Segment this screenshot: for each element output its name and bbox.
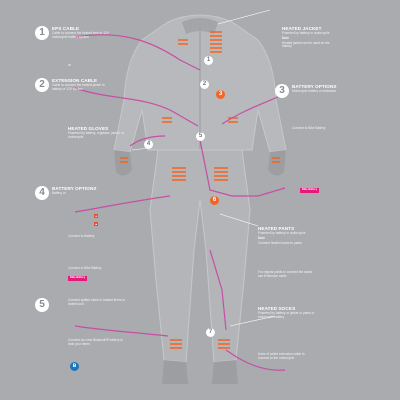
bike-battery-text-left: Connect to Bike Battery [68,266,102,270]
bike-battery-text-right: Connect to Bike Battery [292,126,326,130]
marker-1: 1 [204,56,213,65]
step-3-text: BATTERY OPTIONS Motorcycle battery or ex… [292,84,337,94]
heated-jacket-note: Note [282,35,290,40]
heated-gloves-body: Powered by battery, regulator, jacket, o… [68,131,125,139]
marker-6: 6 [210,196,219,205]
step-1-badge: 1 [35,26,49,40]
cables [74,34,288,371]
battery-options-body-3: Motorcycle battery or extension [292,89,337,94]
heated-pants-note-body: Connect heated socks to pants [258,240,302,245]
step-3-badge: 3 [275,84,289,98]
extension-cable-title: EXTENSION CABLE [52,78,98,83]
splitter-text: Connect splitter cable to heated items o… [68,298,126,306]
coiled-cable-note: Uses of coiled extension cable to connec… [258,352,305,360]
extension-note: For regular pants to connect the socks u… [258,270,313,278]
marker-2: 2 [200,80,209,89]
step-5-badge: 5 [35,298,49,312]
battery-options-title-4: BATTERY OPTIONS [52,186,97,191]
heated-socks-title: HEATED SOCKS [258,306,296,311]
heated-pants-note: Note [258,235,266,240]
brand-badge-right: Bike Battery [300,188,320,193]
step-1-text: EPS CABLE Cable to connect the heated it… [52,26,110,40]
step-2-badge: 2 [35,78,49,92]
heated-socks-body: Powered by battery or jacket or pants or… [258,311,315,319]
heated-pants-body: Powered by battery or motorcycle [258,231,306,236]
bluetooth-text: Connect our new Bluetooth® battery to he… [68,338,123,346]
eps-cable-body: Cable to connect the heated item to 12V … [52,31,109,39]
step-4-badge: 4 [35,186,49,200]
heated-gloves-text: HEATED GLOVES Powered by battery, regula… [68,126,126,140]
leader-lines [131,9,276,327]
heated-jacket-body: Powered by battery or motorcycle [282,31,330,36]
connect-to-battery-text: Connect to Battery [68,234,95,238]
eps-cable-title: EPS CABLE [52,26,80,31]
battery-chip: ■ [94,222,99,226]
step-2-text: EXTENSION CABLE Cable to connect the hea… [52,78,110,92]
heated-jacket-note-body: Heated jacket can be used on the battery [282,40,330,49]
left-boot [162,360,188,384]
step-4-text: BATTERY OPTIONS Battery or [52,186,97,196]
pants-shape [149,149,251,363]
heater-elements [120,31,280,349]
bluetooth-icon: ʙ [70,362,79,371]
right-boot [212,360,238,384]
brand-badge-left: Bike Battery [68,276,88,281]
marker-4: 4 [144,140,153,149]
heated-gloves-title: HEATED GLOVES [68,126,109,131]
heated-pants-title: HEATED PANTS [258,226,295,231]
heated-socks-text: HEATED SOCKS Powered by battery or jacke… [258,306,316,320]
battery-chip: ■ [94,214,99,218]
heated-pants-text: HEATED PANTS Powered by battery or motor… [258,226,305,245]
heated-jacket-title: HEATED JACKET [282,26,322,31]
or-text-1: or [68,63,71,67]
marker-7: 7 [206,328,215,337]
marker-5: 5 [196,132,205,141]
battery-options-body-4: Battery or [52,191,66,196]
marker-3: 3 [216,90,225,99]
battery-options-title-3: BATTERY OPTIONS [292,84,337,89]
heated-jacket-text: HEATED JACKET Powered by battery or moto… [282,26,340,49]
extension-cable-body: Cable to connect the heated jacket to ba… [52,83,105,91]
